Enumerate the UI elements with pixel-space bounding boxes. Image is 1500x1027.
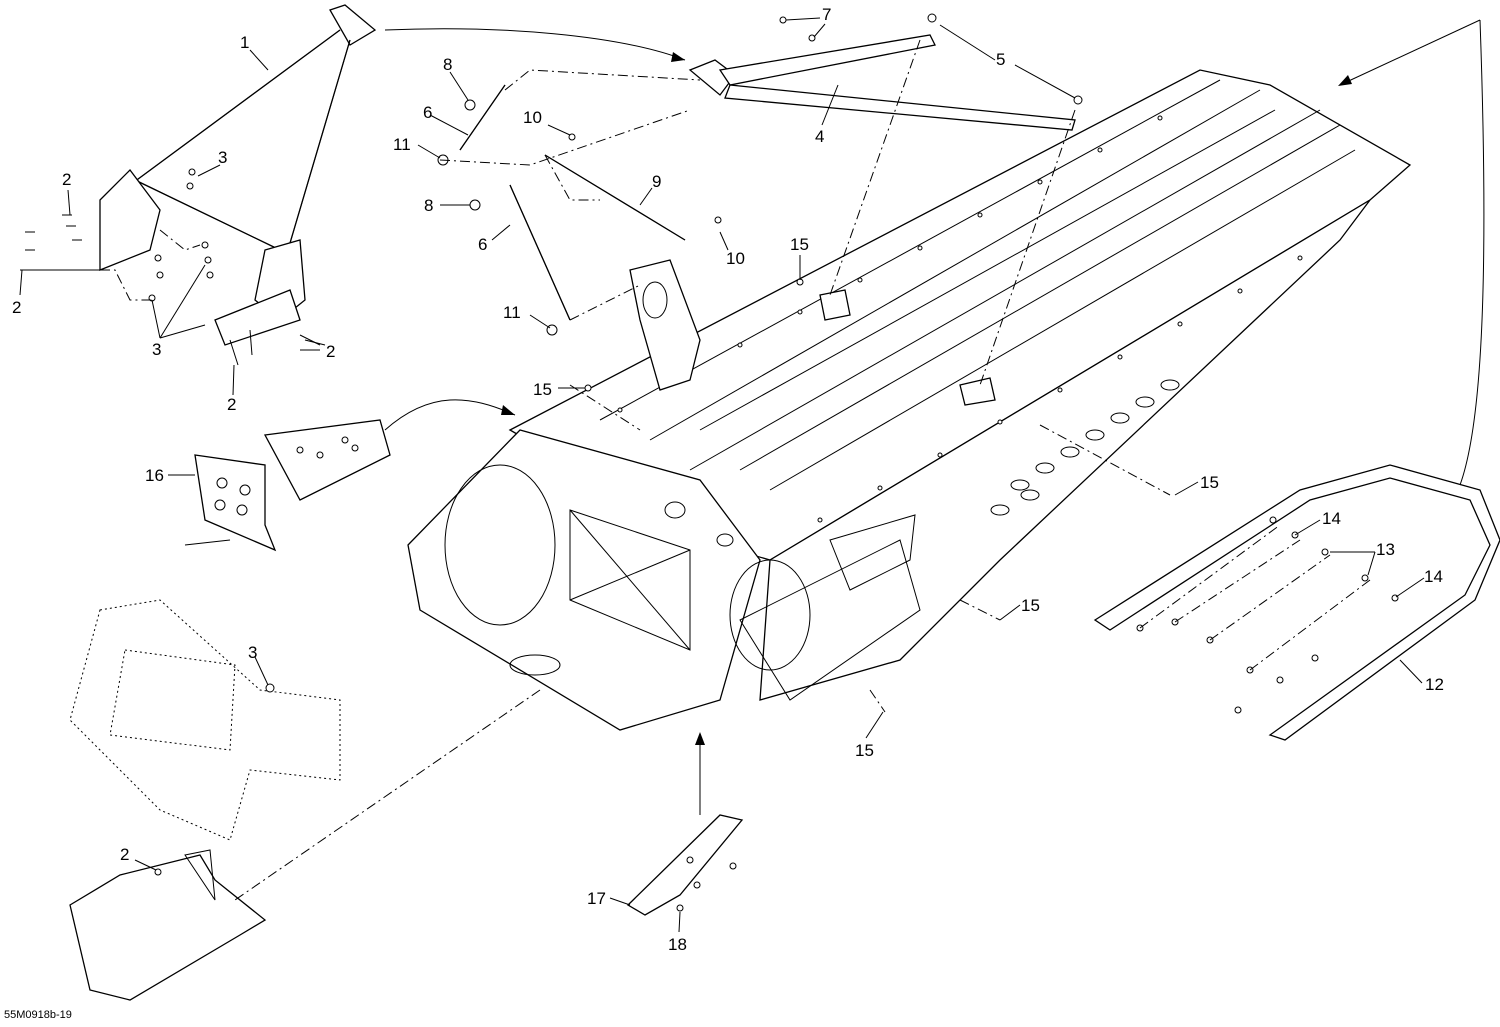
lower-left-dotted-parts xyxy=(69,599,341,1001)
left-fasteners xyxy=(20,168,321,366)
callout-10: 10 xyxy=(523,108,542,127)
callout-18: 18 xyxy=(668,935,687,954)
callout-2: 2 xyxy=(227,395,236,414)
part-6-9-rods xyxy=(437,84,722,336)
tunnel-vent-holes xyxy=(990,379,1180,516)
callout-5: 5 xyxy=(996,50,1005,69)
callout-2: 2 xyxy=(62,170,71,189)
callout-14: 14 xyxy=(1322,509,1341,528)
callout-15: 15 xyxy=(1200,473,1219,492)
callout-3: 3 xyxy=(248,643,257,662)
callout-15: 15 xyxy=(790,235,809,254)
chassis-tunnel xyxy=(407,69,1412,731)
callout-10: 10 xyxy=(726,249,745,268)
part-17-hitch xyxy=(626,814,744,916)
callout-16: 16 xyxy=(145,466,164,485)
part-16-footrest-plate xyxy=(184,419,391,552)
callout-12: 12 xyxy=(1425,675,1444,694)
callout-2: 2 xyxy=(12,298,21,317)
callout-13: 13 xyxy=(1376,540,1395,559)
column-bracket xyxy=(629,259,701,391)
callout-2: 2 xyxy=(326,342,335,361)
callout-8: 8 xyxy=(443,55,452,74)
callout-2: 2 xyxy=(120,845,129,864)
callout-4: 4 xyxy=(815,127,824,146)
part-12-skid-frame xyxy=(1093,464,1500,741)
assembly-guide-lines xyxy=(234,19,1485,901)
callout-3: 3 xyxy=(152,340,161,359)
callout-labels: 1 2 2 2 2 2 3 3 3 4 5 6 6 7 8 8 9 10 10 … xyxy=(12,5,1444,954)
callout-11: 11 xyxy=(393,135,411,154)
deck-brackets xyxy=(584,278,996,406)
callout-9: 9 xyxy=(652,172,661,191)
callout-15: 15 xyxy=(855,741,874,760)
callout-7: 7 xyxy=(822,5,831,24)
callout-11: 11 xyxy=(503,303,521,322)
callout-6: 6 xyxy=(478,235,487,254)
drawing-reference-code: 55M0918b-19 xyxy=(4,1009,72,1021)
callout-15: 15 xyxy=(533,380,552,399)
part-1-steering-support xyxy=(99,4,377,346)
callout-15: 15 xyxy=(1021,596,1040,615)
callout-14: 14 xyxy=(1424,567,1443,586)
part-4-upper-brace xyxy=(688,13,1083,131)
callout-3: 3 xyxy=(218,148,227,167)
callout-1: 1 xyxy=(240,33,249,52)
callout-6: 6 xyxy=(423,103,432,122)
callout-17: 17 xyxy=(587,889,606,908)
callout-leaders xyxy=(19,17,1425,933)
callout-8: 8 xyxy=(424,196,433,215)
